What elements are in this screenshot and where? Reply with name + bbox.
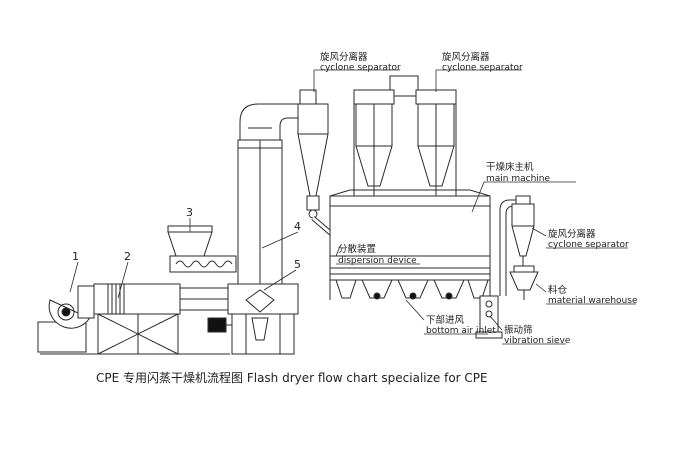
bottom-air-label-en: bottom air inlet xyxy=(426,326,496,336)
drying-tower xyxy=(207,103,299,355)
cyclone-top-left-label-en: cyclone separator xyxy=(320,63,401,73)
cyclone-top-left-label-cn: 旋风分离器 xyxy=(320,51,368,63)
callout-number-3: 3 xyxy=(186,206,193,219)
dispersion-label-en: dispersion device xyxy=(338,256,417,266)
bottom-air-label-cn: 下部进风 xyxy=(426,314,465,326)
diagram-caption: CPE 专用闪蒸干燥机流程图 Flash dryer flow chart sp… xyxy=(96,370,488,385)
vibration-label-cn: 振动筛 xyxy=(504,324,533,336)
cyclone-top-right-label-cn: 旋风分离器 xyxy=(442,51,490,63)
warehouse-label-en: material warehouse xyxy=(548,296,638,306)
twin-cyclones xyxy=(353,75,457,200)
cyclone-top-right-label-en: cyclone separator xyxy=(442,63,523,73)
cyclone-right-label-en: cyclone separator xyxy=(548,240,629,250)
callout-number-2: 2 xyxy=(124,250,131,263)
main-machine xyxy=(329,189,491,300)
callout-number-4: 4 xyxy=(294,220,301,233)
air-duct xyxy=(179,287,229,311)
air-heater xyxy=(40,283,230,355)
callout-labels: 1 2 3 4 5 旋风分离器 cyclone separator 旋风分离器 … xyxy=(72,51,638,385)
callout-number-1: 1 xyxy=(72,250,79,263)
vibration-label-en: vibration sieve xyxy=(504,336,571,346)
cyclone-right xyxy=(499,195,535,296)
vibration-sieve xyxy=(475,295,503,339)
warehouse-label-cn: 料仓 xyxy=(548,284,568,296)
blower-fan xyxy=(37,285,95,353)
cyclone-right-label-cn: 旋风分离器 xyxy=(548,228,596,240)
leader-lines xyxy=(69,69,636,345)
material-warehouse xyxy=(509,265,539,300)
feeder-hopper xyxy=(167,225,237,273)
callout-number-5: 5 xyxy=(294,258,301,271)
main-machine-label-en: main machine xyxy=(486,174,550,184)
main-machine-label-cn: 干燥床主机 xyxy=(486,161,534,173)
dispersion-label-cn: 分散装置 xyxy=(338,243,376,255)
